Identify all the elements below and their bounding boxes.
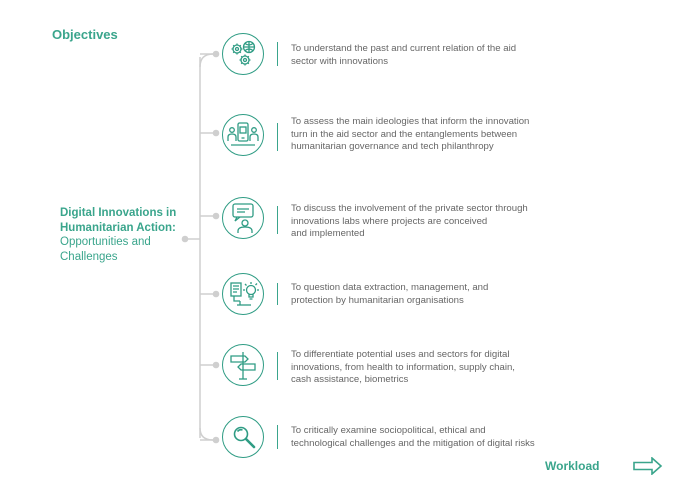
- course-title-rest: Opportunities and Challenges: [60, 236, 151, 263]
- objective-text-2: To assess the main ideologies that infor…: [291, 116, 571, 154]
- objective-line: To discuss the involvement of the privat…: [291, 203, 528, 214]
- objective-divider: [277, 425, 278, 449]
- objective-line: protection by humanitarian organisations: [291, 294, 464, 306]
- objective-text-3: To discuss the involvement of the privat…: [291, 203, 571, 241]
- objective-divider: [277, 42, 278, 66]
- objective-text-1: To understand the past and current relat…: [291, 43, 571, 68]
- objective-line: To differentiate potential uses and sect…: [291, 349, 510, 360]
- objective-line: cash assistance, biometrics: [291, 374, 409, 385]
- objective-line: turn in the aid sector and the entanglem…: [291, 128, 518, 140]
- course-title: Digital Innovations in Humanitarian Acti…: [60, 206, 192, 264]
- objective-line: technological challenges and the mitigat…: [291, 437, 535, 449]
- gears-globe-icon: [222, 33, 264, 75]
- objective-divider: [277, 283, 278, 305]
- course-title-bold: Digital Innovations in Humanitarian Acti…: [60, 207, 177, 234]
- objective-line: sector with innovations: [291, 55, 389, 67]
- objective-text-4: To question data extraction, management,…: [291, 282, 571, 307]
- objective-divider: [277, 352, 278, 380]
- signpost-icon: [222, 344, 264, 386]
- workload-link[interactable]: Workload: [545, 459, 600, 473]
- objective-line: innovations, from health to information,…: [291, 361, 515, 373]
- objective-line: To assess the main ideologies that infor…: [291, 116, 530, 127]
- objective-text-5: To differentiate potential uses and sect…: [291, 349, 571, 387]
- objective-divider: [277, 206, 278, 234]
- people-phone-icon: [222, 114, 264, 156]
- speech-person-icon: [222, 197, 264, 239]
- data-protection-icon: [222, 273, 264, 315]
- magnifier-icon: [222, 416, 264, 458]
- objective-line: and implemented: [291, 228, 365, 239]
- objective-line: To question data extraction, management,…: [291, 282, 489, 293]
- objective-line: innovations labs where projects are conc…: [291, 215, 488, 227]
- objective-line: To critically examine sociopolitical, et…: [291, 425, 486, 436]
- objective-divider: [277, 123, 278, 151]
- objective-line: To understand the past and current relat…: [291, 43, 517, 54]
- objective-line: humanitarian governance and tech philant…: [291, 141, 494, 152]
- objectives-heading: Objectives: [52, 27, 118, 42]
- objective-text-6: To critically examine sociopolitical, et…: [291, 425, 571, 450]
- arrow-right-icon[interactable]: [633, 457, 663, 475]
